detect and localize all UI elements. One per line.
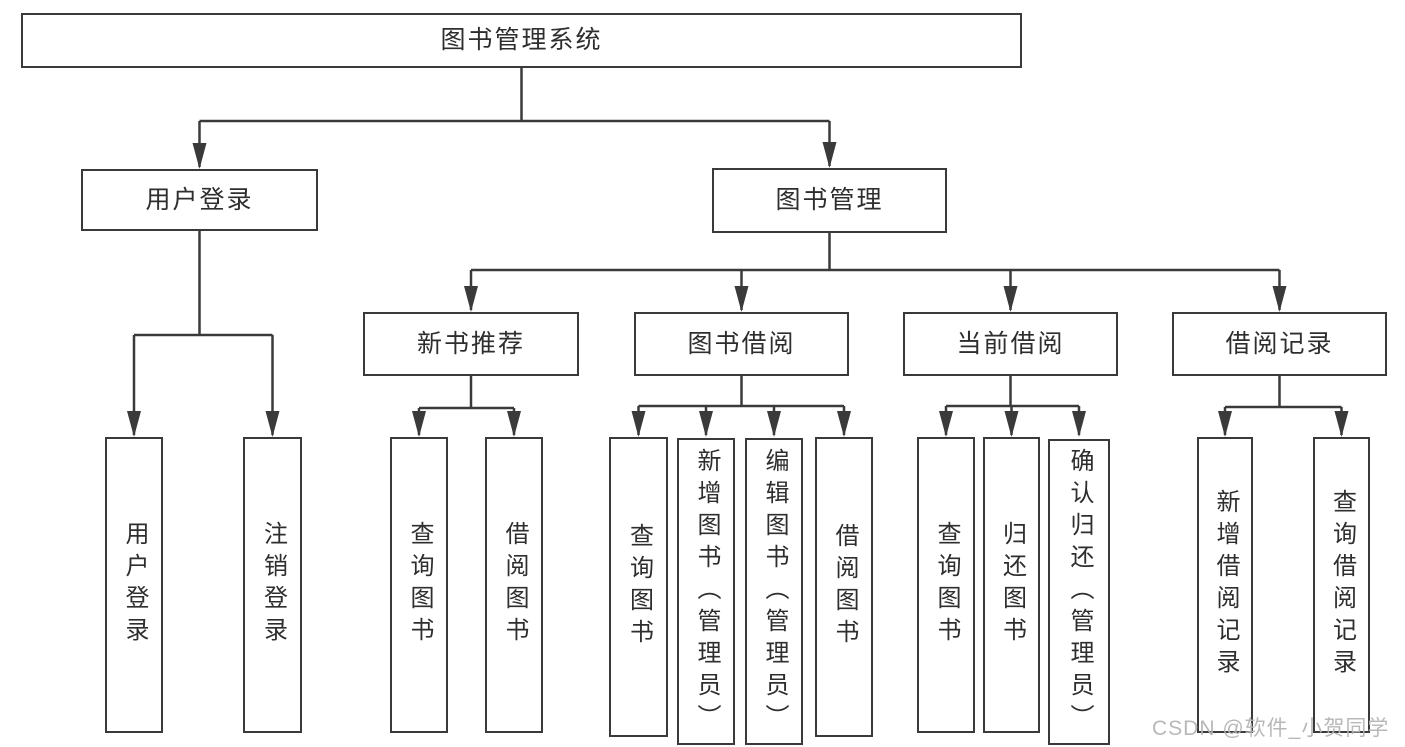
arrowhead-icon xyxy=(1334,411,1349,437)
arrowhead-icon xyxy=(265,411,280,437)
node-root-label: 图书管理系统 xyxy=(440,26,603,54)
arrowhead-icon xyxy=(507,411,521,437)
node-current-borrow-label: 当前借阅 xyxy=(956,329,1065,358)
arrowhead-icon xyxy=(1272,286,1287,312)
node-current-borrow: 当前借阅 xyxy=(903,312,1118,376)
connector-borrow-records-children xyxy=(1218,376,1349,437)
node-book-borrow: 图书借阅 xyxy=(634,312,849,376)
node-book-mgmt: 图书管理 xyxy=(712,168,947,233)
arrowhead-icon xyxy=(1003,286,1018,312)
node-leaf-nb-query: 查询图书 xyxy=(390,437,448,733)
node-leaf-user-login-label: 用户登录 xyxy=(121,521,148,649)
node-new-book-rec: 新书推荐 xyxy=(363,312,579,376)
connector-root-to-level2 xyxy=(192,68,837,169)
node-leaf-cb-query-label: 查询图书 xyxy=(933,521,960,649)
node-leaf-bb-borrow-label: 借阅图书 xyxy=(831,523,858,651)
connector-user-login-children xyxy=(127,231,280,437)
node-user-login-label: 用户登录 xyxy=(145,185,254,214)
node-leaf-user-login: 用户登录 xyxy=(105,437,163,733)
node-leaf-nb-query-label: 查询图书 xyxy=(406,521,433,649)
node-leaf-cb-return-label: 归还图书 xyxy=(998,521,1026,649)
connector-new-book-rec-children xyxy=(412,376,521,437)
node-leaf-cb-confirm: 确认归还（管理员） xyxy=(1048,439,1110,745)
arrowhead-icon xyxy=(939,411,953,437)
node-user-login: 用户登录 xyxy=(81,169,318,231)
arrowhead-icon xyxy=(1218,411,1232,437)
arrowhead-icon xyxy=(734,286,749,312)
connector-book-borrow-children xyxy=(631,376,851,437)
node-leaf-bb-query-label: 查询图书 xyxy=(625,523,653,651)
node-leaf-nb-borrow: 借阅图书 xyxy=(485,437,543,733)
node-borrow-records: 借阅记录 xyxy=(1172,312,1387,376)
arrowhead-icon xyxy=(631,411,646,437)
arrowhead-icon xyxy=(464,286,478,312)
node-leaf-bb-borrow: 借阅图书 xyxy=(815,437,873,737)
arrowhead-icon xyxy=(412,411,426,437)
node-borrow-records-label: 借阅记录 xyxy=(1225,329,1334,358)
node-leaf-br-add-label: 新增借阅记录 xyxy=(1212,489,1239,681)
arrowhead-icon xyxy=(699,411,713,437)
watermark: CSDN @软件_小贺同学 xyxy=(1152,717,1390,740)
node-leaf-br-query-label: 查询借阅记录 xyxy=(1328,489,1356,681)
node-book-borrow-label: 图书借阅 xyxy=(687,329,796,358)
arrowhead-icon xyxy=(192,143,207,169)
arrowhead-icon xyxy=(837,411,851,437)
node-root: 图书管理系统 xyxy=(21,13,1022,68)
node-new-book-rec-label: 新书推荐 xyxy=(416,329,525,358)
node-leaf-bb-add-label: 新增图书（管理员） xyxy=(693,447,720,736)
node-leaf-br-query: 查询借阅记录 xyxy=(1313,437,1370,733)
node-leaf-br-add: 新增借阅记录 xyxy=(1197,437,1253,733)
node-book-mgmt-label: 图书管理 xyxy=(775,186,884,214)
node-leaf-bb-add: 新增图书（管理员） xyxy=(677,438,735,745)
node-leaf-bb-edit-label: 编辑图书（管理员） xyxy=(761,447,788,736)
node-leaf-nb-borrow-label: 借阅图书 xyxy=(501,521,528,649)
node-leaf-bb-query: 查询图书 xyxy=(609,437,668,737)
connector-current-borrow-children xyxy=(939,376,1086,437)
connector-book-mgmt-children xyxy=(464,233,1287,312)
node-leaf-logout: 注销登录 xyxy=(243,437,302,733)
node-leaf-cb-query: 查询图书 xyxy=(917,437,975,733)
arrowhead-icon xyxy=(822,142,837,168)
arrowhead-icon xyxy=(767,411,781,437)
node-leaf-cb-confirm-label: 确认归还（管理员） xyxy=(1066,448,1093,736)
node-leaf-logout-label: 注销登录 xyxy=(259,521,287,649)
node-leaf-bb-edit: 编辑图书（管理员） xyxy=(745,438,803,745)
arrowhead-icon xyxy=(1072,411,1086,437)
node-leaf-cb-return: 归还图书 xyxy=(983,437,1040,733)
arrowhead-icon xyxy=(127,411,141,437)
arrowhead-icon xyxy=(1004,411,1019,437)
